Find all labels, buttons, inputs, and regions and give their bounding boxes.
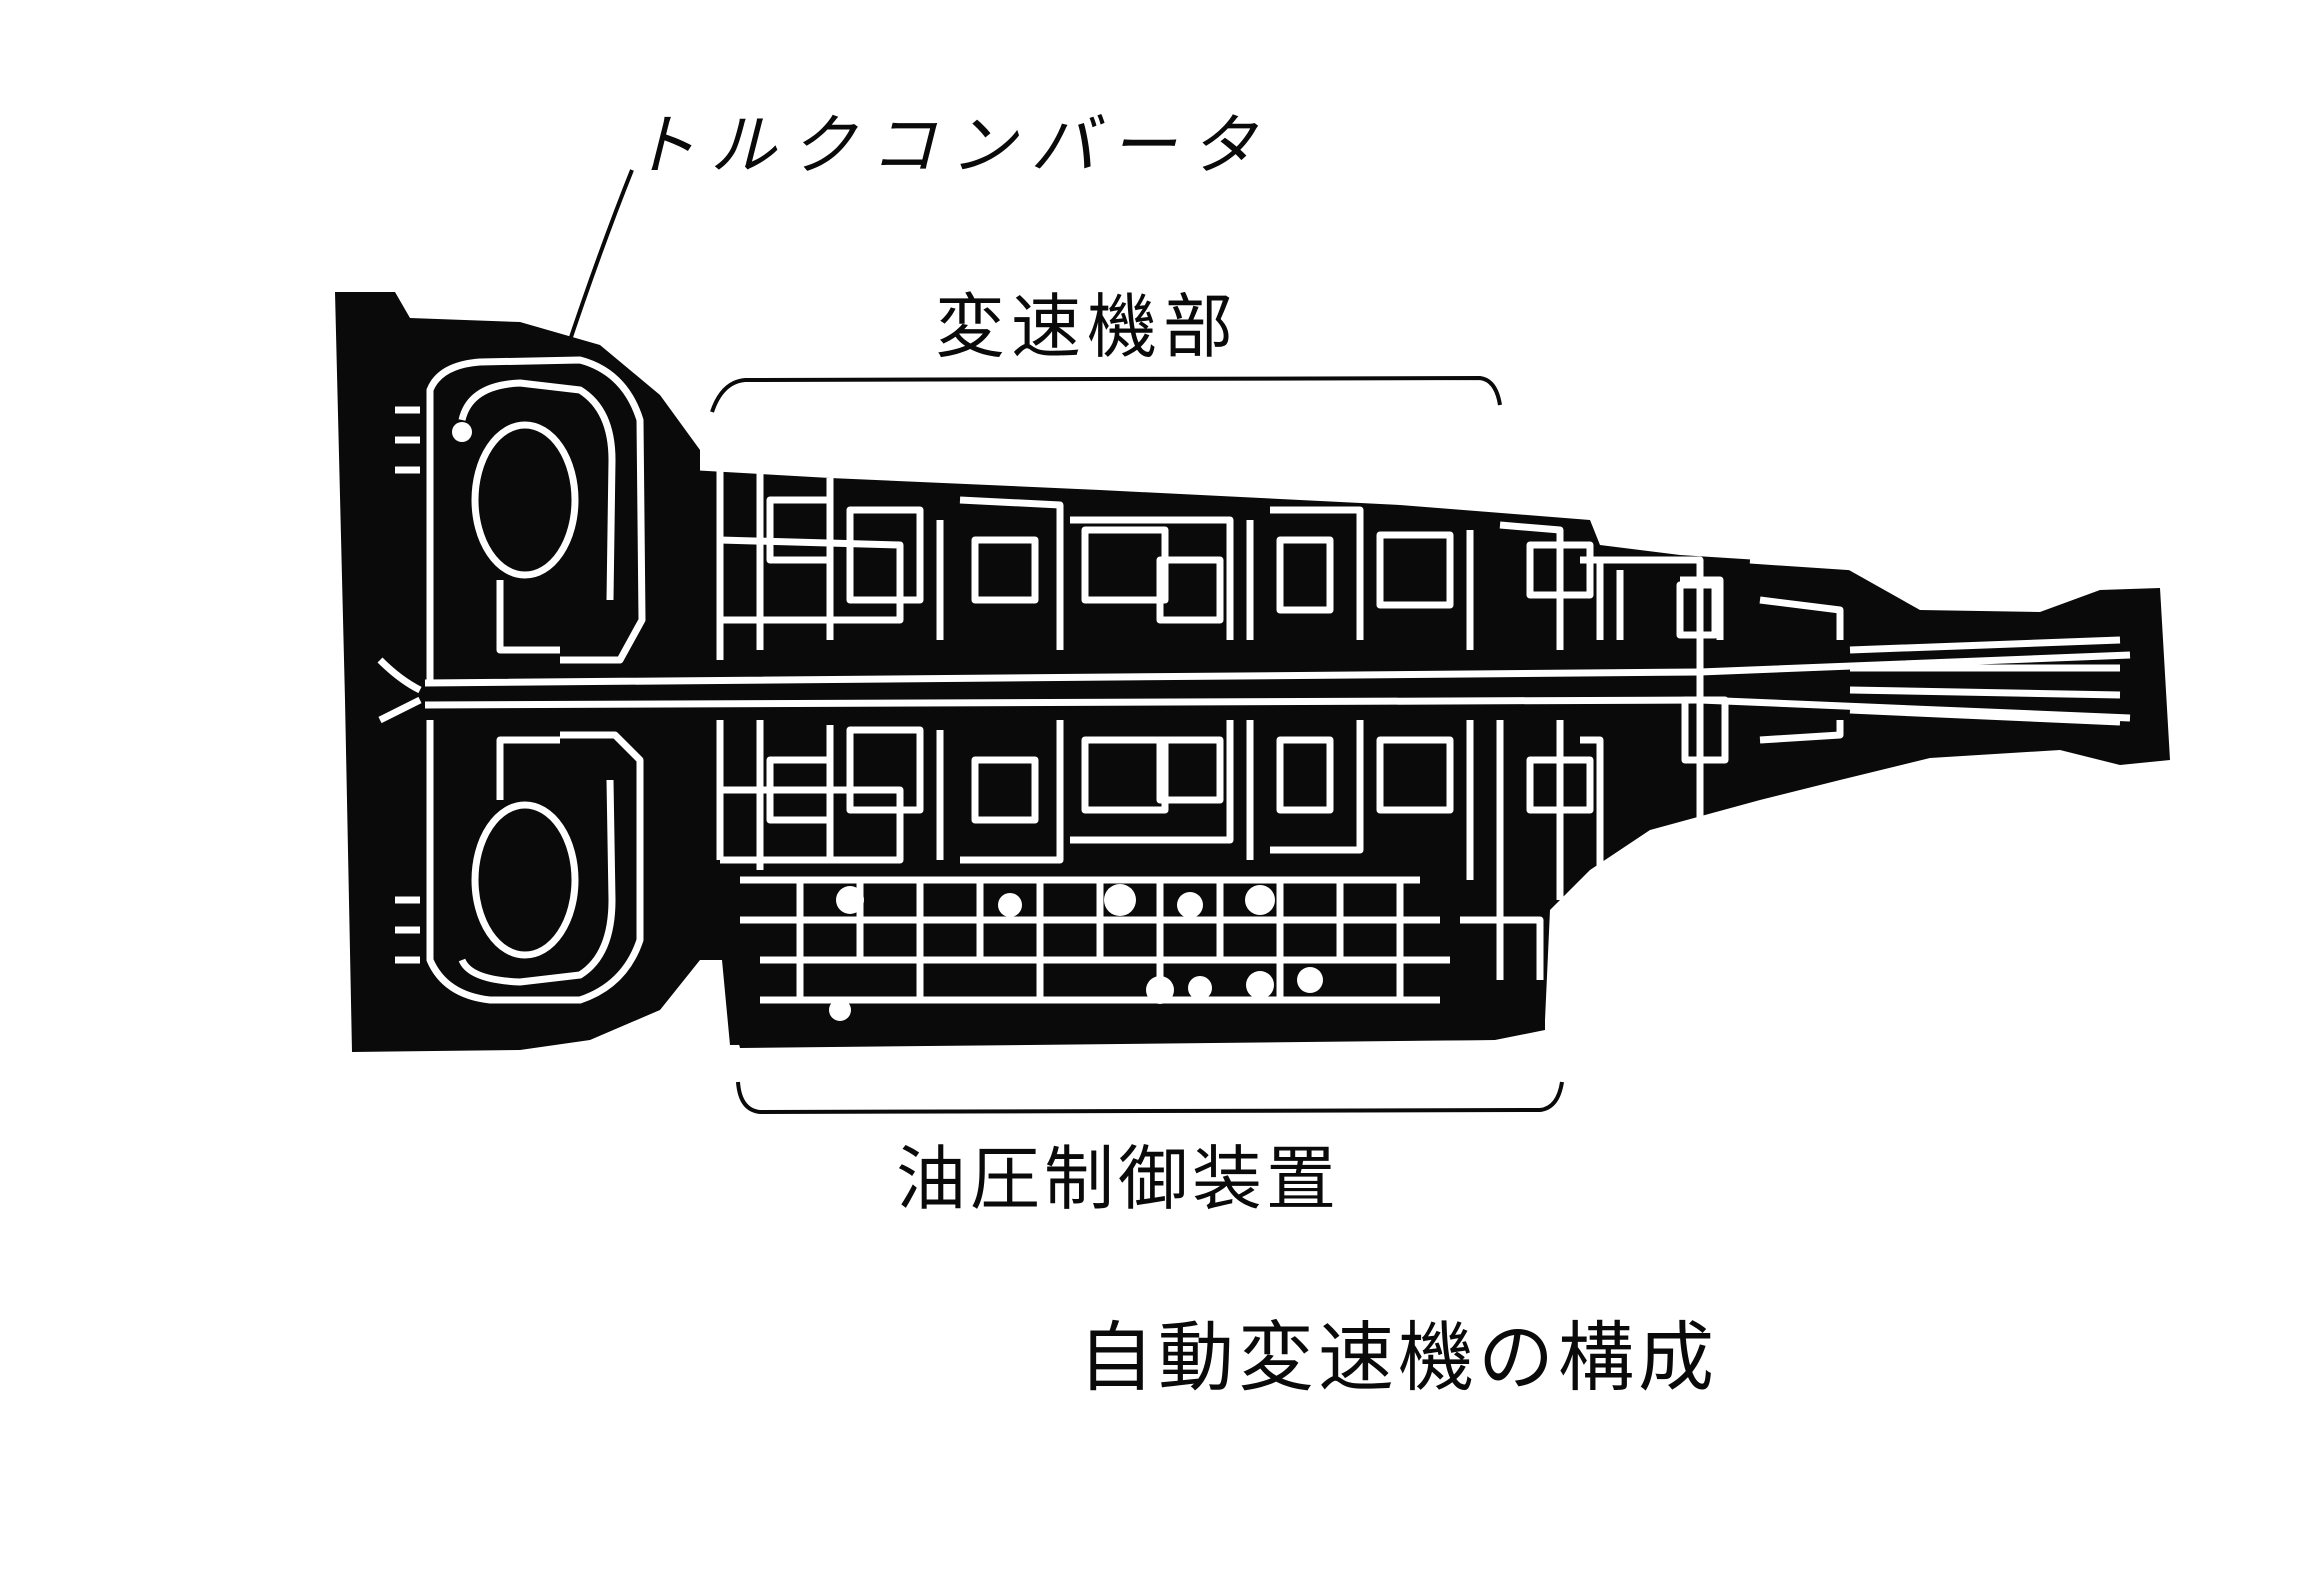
torque-converter-label: トルクコンバータ (630, 107, 1270, 184)
gear-section-label: 変速機部 (935, 286, 1239, 368)
hydraulic-control-bracket (736, 1081, 1564, 1115)
gear-section-bracket (710, 375, 1502, 413)
torque-converter-leader-line (563, 169, 634, 356)
valve-elements (452, 422, 1323, 1021)
hydraulic-control-label: 油圧制御装置 (896, 1138, 1340, 1220)
figure-caption: 自動変速機の構成 (1078, 1313, 1718, 1402)
internal-detail (377, 356, 2131, 1004)
